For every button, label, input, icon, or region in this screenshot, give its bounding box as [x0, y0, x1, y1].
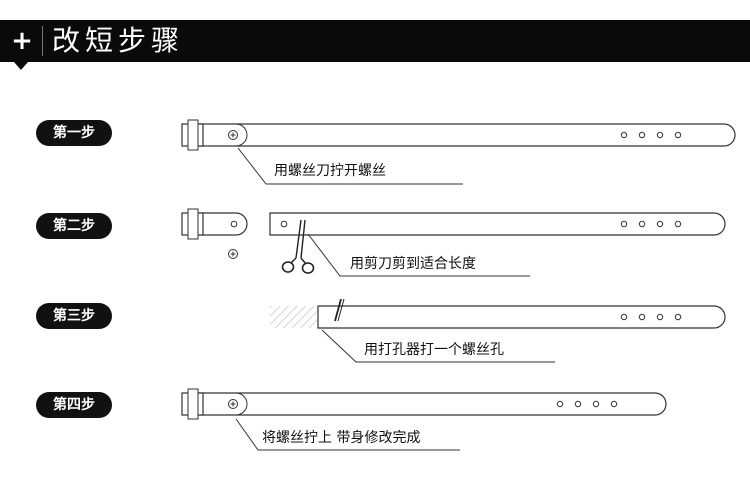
step-1-badge: 第一步: [36, 120, 112, 146]
step-3-belt: [270, 298, 726, 363]
step-4-caption: 将螺丝拧上 带身修改完成: [262, 430, 421, 446]
hole-punch-icon: [334, 298, 345, 322]
step-4-badge: 第四步: [36, 392, 112, 418]
header-notch: [14, 62, 28, 70]
header-bar: + 改短步骤: [0, 20, 750, 62]
step-2-belt: [181, 208, 726, 277]
step-1-caption: 用螺丝刀拧开螺丝: [274, 163, 386, 179]
step-1-belt: [181, 119, 736, 185]
step-2-badge: 第二步: [36, 213, 112, 239]
step-3-caption: 用打孔器打一个螺丝孔: [364, 342, 504, 358]
plus-icon: +: [11, 26, 33, 56]
step-4-belt: [181, 388, 667, 451]
step-3-badge: 第三步: [36, 303, 112, 329]
page-title: 改短步骤: [52, 24, 185, 57]
step-2-caption: 用剪刀剪到适合长度: [350, 256, 476, 272]
scissors-icon: [281, 219, 315, 274]
header-divider: [42, 26, 43, 56]
